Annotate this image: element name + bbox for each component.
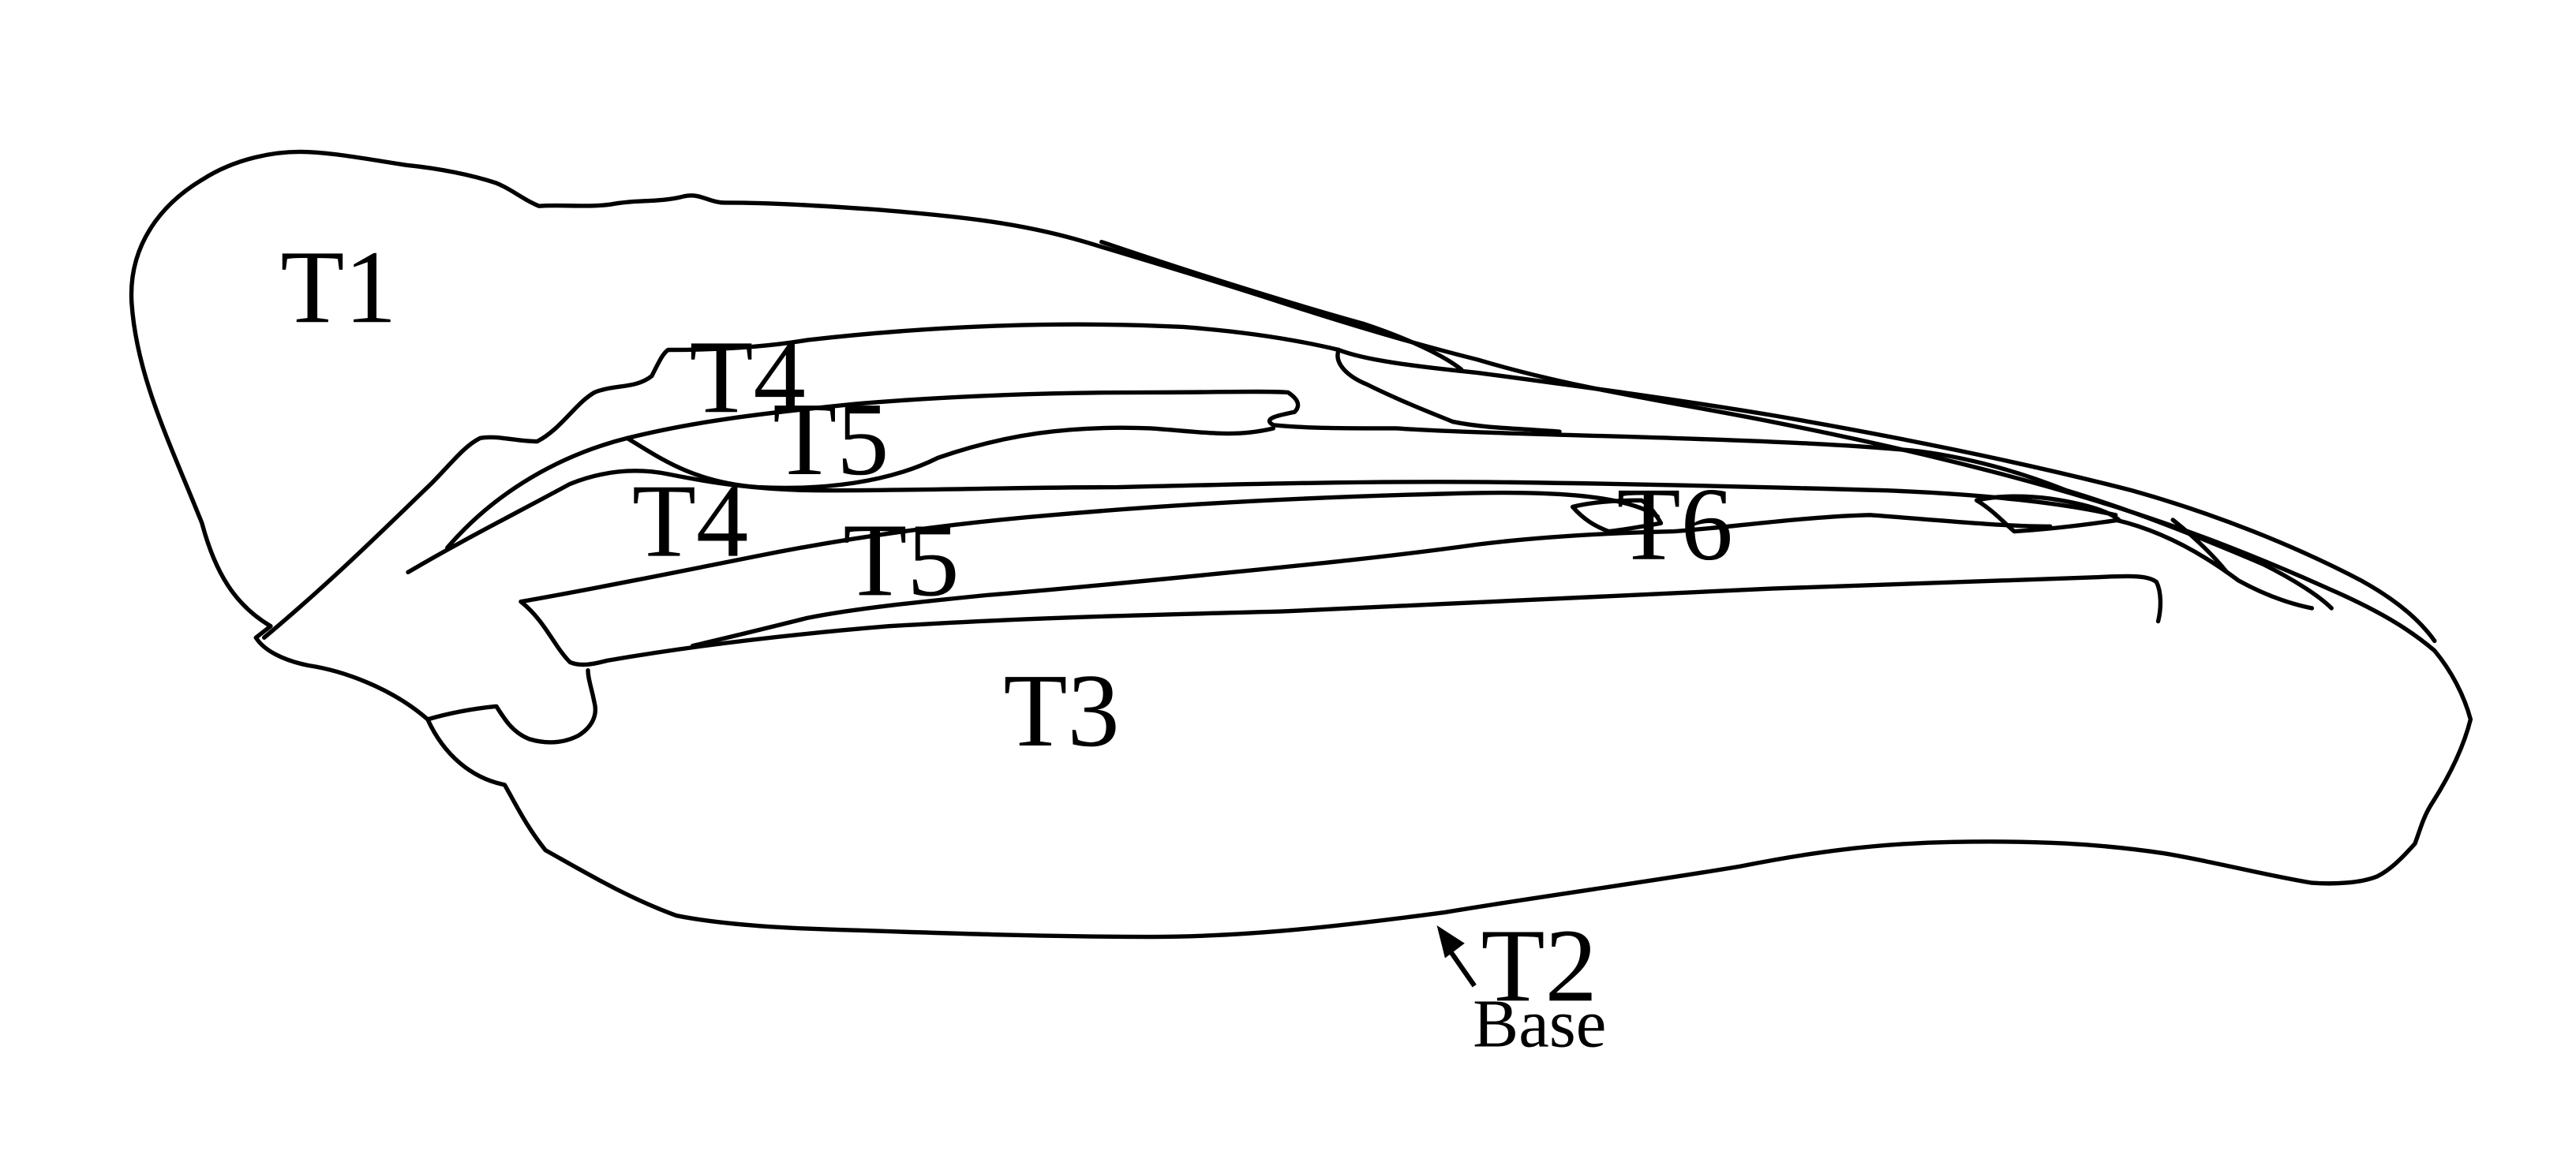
leading-edge-vein-1 [1099, 240, 1464, 372]
t3-t5-boundary [519, 574, 2163, 667]
apical-vein-a [2113, 518, 2315, 611]
label-t5-upper: T5 [773, 381, 889, 497]
leading-edge-vein-2 [1336, 347, 2437, 644]
t5-lower-strip-upper [519, 490, 1661, 604]
label-t2: T2 [1481, 907, 1597, 1023]
basal-lobe-edge [425, 668, 597, 745]
label-t1: T1 [280, 229, 396, 345]
t4-upper-lower-edge [445, 389, 2334, 611]
leading-edge-vein-3 [1335, 347, 1562, 434]
t6-cell [1570, 498, 1664, 534]
label-base: Base [1473, 985, 1606, 1061]
label-t5-lower: T5 [843, 502, 959, 618]
label-t4-lower: T4 [632, 463, 748, 579]
label-t6: T6 [1617, 466, 1733, 582]
label-t3: T3 [1003, 652, 1119, 768]
arrow-up-left-icon [1436, 925, 1477, 988]
t4-lower-upper-edge [406, 469, 2118, 575]
t5-upper-boundary [625, 425, 1276, 491]
apical-vein-b [2170, 518, 2230, 575]
t5-lower-strip-lower [690, 513, 2053, 648]
wing-outer-outline [129, 149, 2473, 940]
label-t4-upper: T4 [689, 319, 805, 435]
t1-boundary [261, 322, 1341, 640]
